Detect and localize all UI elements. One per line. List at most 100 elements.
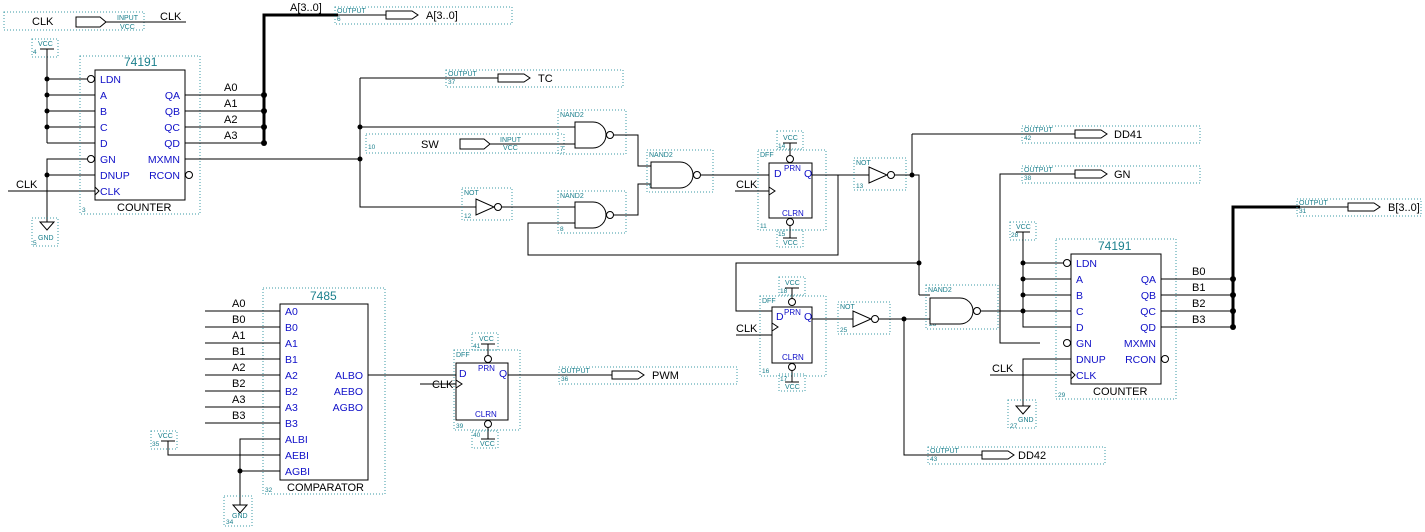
counter-title: 74191: [124, 55, 158, 69]
counter1-pin-qd: QD: [164, 138, 180, 150]
counter2-pin-a: A: [1076, 274, 1083, 286]
dff1-vcc: VCC 14: [776, 130, 804, 155]
output-pin-b-bus[interactable]: OUTPUT 31 B[3..0]: [1296, 198, 1422, 217]
not-gate-3[interactable]: NOT 25: [837, 301, 891, 335]
comparator-pin-agbo: AGBO: [333, 402, 363, 414]
output-pin-dd41[interactable]: OUTPUT 42 DD41: [1021, 125, 1201, 144]
dff-label: DFF: [762, 298, 776, 305]
input-prim-label: INPUT: [117, 15, 139, 22]
not-gate-2[interactable]: NOT 13: [853, 157, 907, 191]
output-prim-label: OUTPUT: [1024, 167, 1054, 174]
comparator-pin-aebi: AEBI: [285, 450, 309, 462]
inst-number: 28: [1011, 232, 1019, 239]
inst-number: 36: [561, 376, 569, 383]
counter2-pin-c: C: [1076, 306, 1084, 318]
comparator-pin-a0: A0: [285, 306, 298, 318]
nand2-gate-d[interactable]: NAND2 26: [925, 284, 999, 330]
not-label: NOT: [840, 304, 856, 311]
output-name: A[3..0]: [426, 10, 458, 22]
inst-number: 12: [464, 213, 472, 220]
input-vcc-label: VCC: [503, 145, 518, 152]
counter1-pin-qc: QC: [164, 122, 180, 134]
nand-label: NAND2: [928, 287, 952, 294]
comparator-input-a0: A0: [232, 298, 245, 310]
comparator-pin-b2: B2: [285, 386, 298, 398]
output-pin-tc[interactable]: OUTPUT 37 TC: [445, 69, 624, 88]
nand2-gate-b[interactable]: NAND2 9: [646, 149, 714, 193]
counter1-pin-ldn: LDN: [100, 74, 121, 86]
counter1-pin-gn: GN: [100, 154, 116, 166]
net-b3: B3: [1192, 314, 1205, 326]
dff1-clrn-vcc: VCC 15: [776, 226, 804, 248]
output-pin-a-bus[interactable]: OUTPUT 6 A[3..0]: [334, 6, 513, 25]
inst-number: 7: [560, 146, 564, 153]
dff-label: DFF: [456, 352, 470, 359]
dff-1[interactable]: DFF 11 D Q PRN CLRN: [757, 149, 827, 231]
counter2-pin-ldn: LDN: [1076, 258, 1097, 270]
pin-prn: PRN: [478, 364, 495, 373]
gnd-label: GND: [38, 235, 54, 242]
inst-number: 3: [82, 207, 86, 214]
inst-number: 17: [780, 376, 788, 383]
inst-number: 8: [560, 226, 564, 233]
counter1-pin-a: A: [100, 90, 107, 102]
inst-number: 13: [856, 183, 864, 190]
inst-number: 10: [368, 144, 376, 151]
pin-clrn: CLRN: [782, 209, 804, 218]
inst-number: 14: [778, 143, 786, 150]
vcc-label: VCC: [783, 135, 798, 142]
nand2-gate-a[interactable]: NAND2 7: [557, 109, 627, 155]
output-prim-label: OUTPUT: [561, 368, 591, 375]
gnd-symbol-1: GND 5: [31, 217, 59, 247]
net-a0: A0: [224, 82, 237, 94]
clk-net-label: CLK: [992, 363, 1014, 375]
counter-footer: COUNTER: [117, 202, 171, 214]
vcc-label: VCC: [480, 441, 495, 448]
nand2-gate-c[interactable]: NAND2 8: [557, 190, 627, 234]
inst-number: 31: [1299, 208, 1307, 215]
gnd-label: GND: [232, 513, 248, 520]
output-prim-label: OUTPUT: [1299, 200, 1329, 207]
counter1-pin-d: D: [100, 138, 108, 150]
inst-number: 11: [760, 223, 767, 230]
comparator-input-b2: B2: [232, 378, 245, 390]
vcc-label: VCC: [38, 41, 53, 48]
pin-d: D: [776, 311, 784, 323]
inst-number: 42: [1024, 135, 1032, 142]
clk-net-label: CLK: [16, 179, 38, 191]
inst-number: 41: [473, 343, 481, 350]
counter2-pin-qb: QB: [1141, 290, 1156, 302]
dff-3[interactable]: DFF 39 D Q PRN CLRN: [453, 349, 521, 431]
net-a3: A3: [224, 130, 237, 142]
vcc-label: VCC: [1016, 224, 1031, 231]
output-pin-dd42[interactable]: OUTPUT 43 DD42: [927, 446, 1106, 465]
counter1-pin-clk: CLK: [100, 186, 120, 198]
gnd-symbol-3: GND 34: [223, 495, 253, 527]
pin-d: D: [459, 368, 467, 380]
output-pin-gn[interactable]: OUTPUT 38 GN: [1021, 165, 1201, 184]
counter2-pin-dnup: DNUP: [1076, 354, 1106, 366]
inst-number: 16: [762, 368, 770, 375]
clk-net-label: CLK: [736, 323, 758, 335]
counter2-pin-qd: QD: [1140, 322, 1156, 334]
counter2-pin-qa: QA: [1141, 274, 1156, 286]
output-pin-pwm[interactable]: OUTPUT 36 PWM: [558, 366, 738, 385]
counter2-pin-d: D: [1076, 322, 1084, 334]
dff-2[interactable]: DFF 16 D Q PRN CLRN: [759, 295, 827, 377]
counter1-pin-qb: QB: [165, 106, 180, 118]
output-prim-label: OUTPUT: [337, 8, 367, 15]
comparator-input-a2: A2: [232, 362, 245, 374]
pin-prn: PRN: [784, 164, 801, 173]
counter2-pin-qc: QC: [1140, 306, 1156, 318]
comparator-footer: COMPARATOR: [287, 482, 364, 494]
output-name: B[3..0]: [1388, 202, 1420, 214]
counter2-pin-clk: CLK: [1076, 370, 1096, 382]
output-name: PWM: [652, 370, 679, 382]
dff2-clrn-vcc: VCC 17: [778, 371, 806, 392]
not-gate-1[interactable]: NOT 12: [461, 187, 513, 221]
clk-input-pin[interactable]: CLK INPUT VCC CLK: [3, 11, 186, 31]
comparator-pin-albi: ALBI: [285, 434, 308, 446]
